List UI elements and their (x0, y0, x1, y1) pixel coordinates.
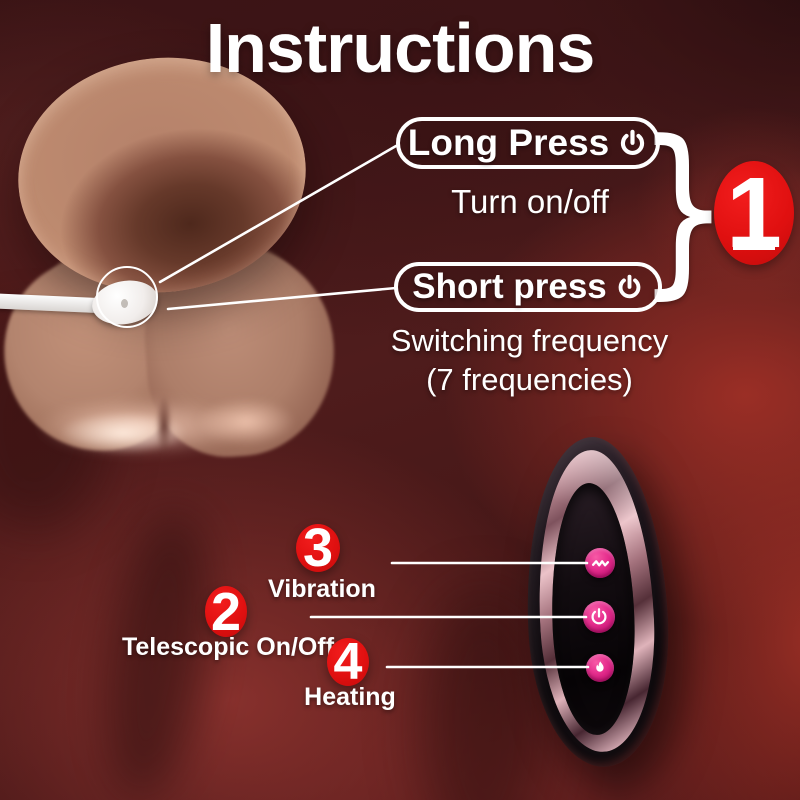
heating-flame-icon (596, 661, 604, 672)
remote-control-photo (518, 433, 676, 771)
vibration-label: Vibration (268, 575, 376, 603)
step-2-number: 2 (210, 581, 242, 642)
step-2-badge: 2 (205, 582, 247, 642)
step-4-badge: 4 (327, 633, 369, 691)
long-press-description: Turn on/off (451, 183, 609, 220)
heating-button (586, 654, 614, 682)
vibration-button (585, 548, 615, 578)
step-1-badge: 1 (714, 161, 794, 265)
step-3-number: 3 (302, 518, 334, 578)
body-crease (156, 396, 172, 454)
short-press-pill: Short press (394, 262, 662, 312)
power-icon (621, 129, 645, 155)
step-3-badge: 3 (296, 518, 340, 578)
power-icon (618, 274, 641, 298)
power-icon (591, 608, 607, 625)
skin-highlight (196, 398, 296, 446)
long-press-label: Long Press (407, 122, 610, 163)
long-press-pill: Long Press (396, 117, 660, 169)
page-title: Instructions (205, 9, 596, 87)
step-4-number: 4 (333, 633, 363, 691)
power-button (583, 601, 615, 633)
short-press-description: Switching frequency (7 frequencies) (357, 321, 702, 399)
short-press-description-line2: (7 frequencies) (426, 362, 633, 397)
short-press-description-line1: Switching frequency (390, 323, 669, 358)
telescopic-label: Telescopic On/Off (121, 633, 335, 661)
short-press-label: Short press (412, 267, 607, 306)
vibration-wave-icon (591, 559, 609, 566)
digit-one-base-serif (733, 240, 775, 250)
connector-highlight-circle (96, 266, 158, 328)
heating-label: Heating (304, 683, 396, 711)
